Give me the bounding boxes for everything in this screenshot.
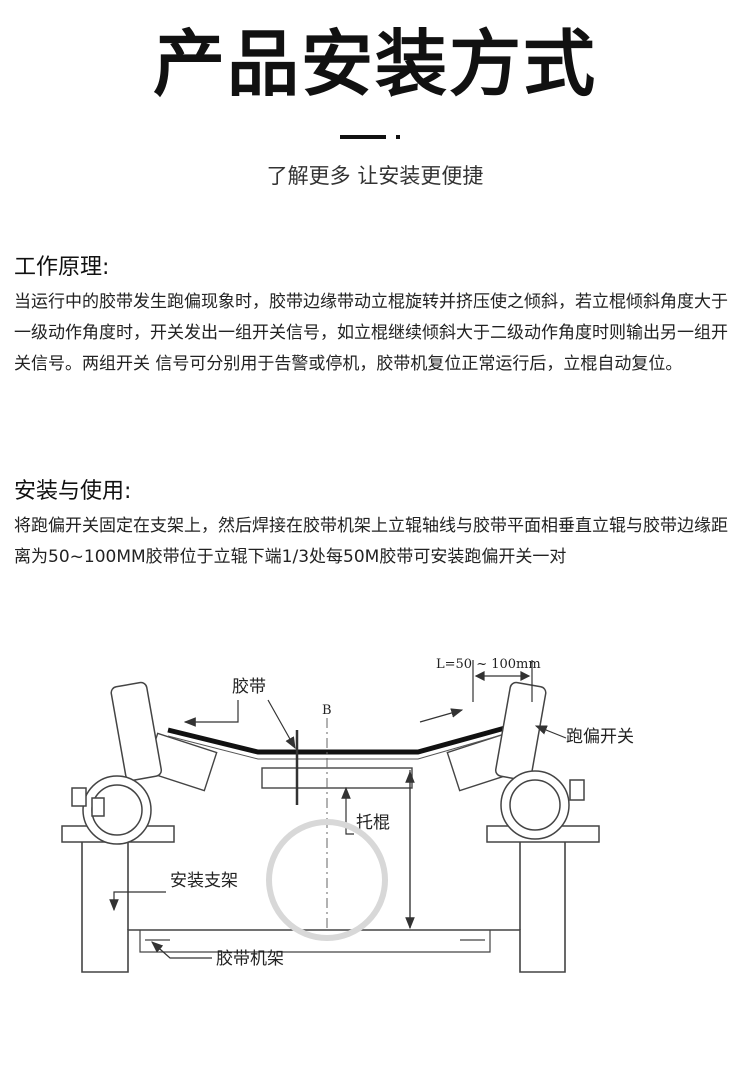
usage-body: 将跑偏开关固定在支架上，然后焊接在胶带机架上立辊轴线与胶带平面相垂直立辊与胶带边… (14, 516, 728, 567)
page-title: 产品安装方式 (152, 22, 597, 106)
right-deviation-switch (486, 681, 600, 843)
installation-diagram: B L=50 ~ 100mm 胶带 跑偏开关 托棍 安装支架 (61, 657, 634, 973)
title-divider (0, 135, 750, 141)
distance-dimension (472, 660, 533, 702)
bracket-label: 安装支架 (170, 871, 238, 891)
distance-label: L=50 ~ 100mm (436, 657, 541, 672)
center-label: B (322, 703, 332, 718)
principle-body: 当运行中的胶带发生跑偏现象时，胶带边缘带动立棍旋转并挤压使之倾斜，若立棍倾斜角度… (14, 292, 728, 374)
belt-label: 胶带 (232, 677, 266, 697)
switch-label: 跑偏开关 (566, 727, 634, 747)
frame-label: 胶带机架 (216, 949, 284, 969)
left-deviation-switch (61, 681, 175, 845)
usage-heading: 安装与使用: (14, 479, 132, 504)
conveyor-belt (167, 725, 506, 755)
divider-bar (340, 135, 386, 139)
divider-dot (396, 135, 400, 139)
page-subtitle: 了解更多 让安装更便捷 (266, 164, 484, 188)
idler-label: 托棍 (356, 813, 390, 833)
principle-heading: 工作原理: (14, 255, 110, 280)
watermark-seal (266, 819, 388, 941)
conveyor-frame (81, 835, 566, 973)
